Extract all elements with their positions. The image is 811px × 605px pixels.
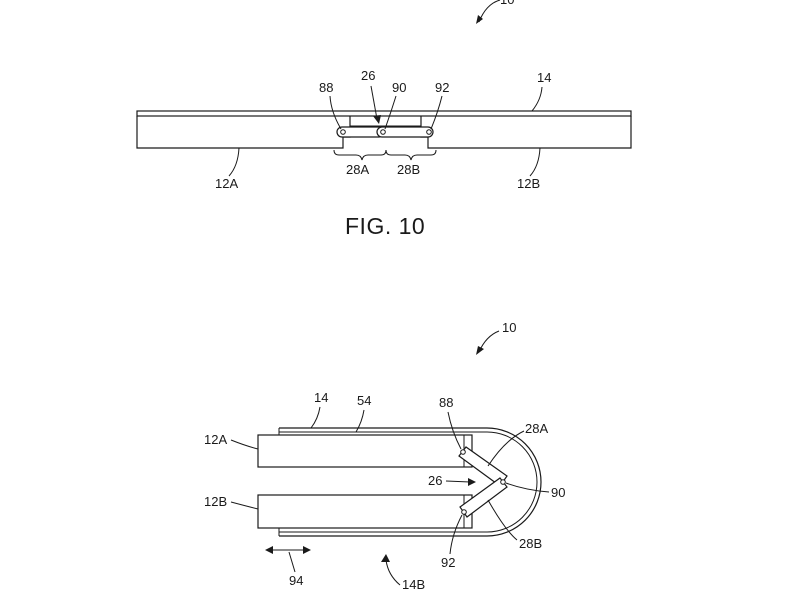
fig11-layer-14-inner [279,431,538,533]
fig11-panel-12B [257,494,473,529]
fig11-ref-28A-leader [487,430,525,467]
fig10-panel-12A [136,116,351,149]
fig11-ref-92: 92 [441,555,455,570]
fig11-drawing: 10 14 54 88 28A 12A 26 [204,320,565,592]
fig11-ref-54-leader [355,409,365,433]
fig10-ref-12B-leader [529,147,541,177]
fig11-ref-28B-leader [487,499,518,541]
fig11-ref-12A-leader [230,439,259,450]
fig10-ref-90-leader [384,95,397,130]
fig10-ref-92: 92 [435,80,449,95]
fig11-link-28B [459,477,508,518]
fig11-pivot-88 [460,449,466,455]
fig11-ref-14B: 14B [402,577,425,592]
fig10-layer-14 [136,110,632,117]
fig10-caption: FIG. 10 [345,213,425,239]
fig11-ref-12A: 12A [204,432,227,447]
fig10-ref-88: 88 [319,80,333,95]
fig10-drawing: 10 88 26 90 92 14 12A 12B [136,0,632,239]
fig11-ref-12B-leader [230,501,259,510]
fig10-ref-28B: 28B [397,162,420,177]
fig10-ref-92-leader [430,95,443,130]
fig11-ref-92-leader [449,514,463,555]
fig10-ref-26-leader [370,85,378,120]
fig10-pivot-88 [340,129,346,135]
fig10-ref-12A: 12A [215,176,238,191]
fig11-pivot-92 [461,509,467,515]
fig11-ref-26: 26 [428,473,442,488]
fig10-ref-26: 26 [361,68,375,83]
fig11-ref-94-leader [288,551,296,573]
fig10-pivot-90 [380,129,386,135]
fig10-ref-88-leader [329,95,342,130]
fig11-ref-88: 88 [439,395,453,410]
fig10-link-28B [376,126,434,138]
fig10-ref-10: 10 [500,0,514,7]
fig11-ref-28B: 28B [519,536,542,551]
fig11-ref-94: 94 [289,573,303,588]
fig11-ref-90: 90 [551,485,565,500]
fig11-layer-14-outer [279,427,542,537]
fig11-pivot-90 [500,479,506,485]
fig10-ref-14-leader [531,86,543,112]
fig10-pivot-92 [426,129,432,135]
fig11-ref-26-leader [445,480,471,483]
fig10-ref-12B: 12B [517,176,540,191]
fig11-ref-90-leader [505,482,550,493]
fig11-ref-26-arrowhead [468,478,476,486]
fig11-ref-14B-arrowhead [381,554,390,562]
fig10-ref-12A-leader [228,147,240,177]
fig11-ref-14B-leader [385,559,401,586]
fig10-brace-28A [333,149,387,161]
fig11-ref-28A: 28A [525,421,548,436]
fig10-ref-90: 90 [392,80,406,95]
fig10-panel-12B [420,116,632,149]
fig10-ref-26-arrowhead [373,115,381,124]
fig11-ref-10: 10 [502,320,516,335]
fig10-ref-14: 14 [537,70,551,85]
fig11-motion-94-left-head [265,546,273,554]
fig11-ref-88-leader [447,411,462,450]
fig10-ref-10-arrowhead [476,15,483,24]
fig11-ref-14-leader [310,406,321,429]
fig11-panel-12A [257,434,473,468]
fig11-ref-54: 54 [357,393,371,408]
fig11-motion-94-right-head [303,546,311,554]
fig11-ref-12B: 12B [204,494,227,509]
fig11-ref-10-arrowhead [476,346,484,355]
fig11-ref-14: 14 [314,390,328,405]
fig10-ref-28A: 28A [346,162,369,177]
fig10-brace-28B [385,149,437,161]
